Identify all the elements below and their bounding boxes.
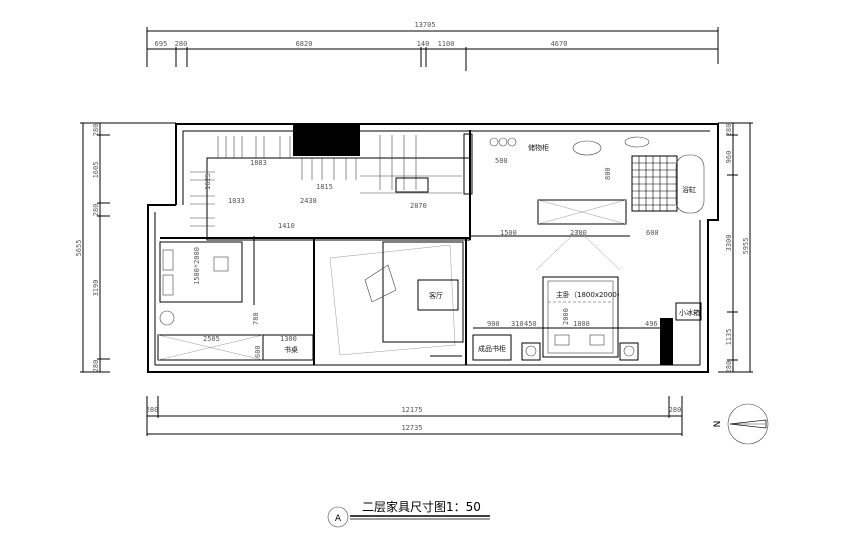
top-dimension-chain: 13705 695 280 6820 140 1100 4670 (146, 21, 719, 71)
living-room: 客厅 (329, 241, 464, 357)
bathroom: 浴缸 (537, 154, 705, 225)
dim-top-6: 4670 (551, 40, 568, 48)
dim-interior: 1500 (500, 229, 517, 237)
dim-bottom-total: 12735 (401, 424, 422, 432)
dim-top-4: 140 (417, 40, 430, 48)
interior-dimensions: 1883 1625 1033 2438 1410 1815 2870 1500 … (193, 157, 659, 358)
dim-right-1: 280 (725, 124, 733, 137)
room-label-bookcase: 成品书柜 (478, 344, 506, 353)
dim-interior: 1500*2000 (193, 247, 201, 285)
dim-right-2: 960 (725, 151, 733, 164)
dim-interior: 1800 (573, 320, 590, 328)
dim-right-5: 280 (725, 361, 733, 374)
dim-right-3: 3300 (725, 235, 733, 252)
dim-right-total: 5955 (742, 238, 750, 255)
room-label-bathtub: 浴缸 (682, 185, 696, 194)
stairs-and-shelves (190, 133, 473, 227)
room-label-storage: 储物柜 (528, 143, 549, 152)
dim-interior: 2300 (570, 229, 587, 237)
dim-interior: 2870 (410, 202, 427, 210)
dim-interior: 600 (254, 345, 262, 358)
room-label-desk: 书桌 (284, 345, 298, 354)
dim-interior: 1815 (316, 183, 333, 191)
study-room: 书桌 (157, 249, 314, 361)
dim-interior: 800 (604, 167, 612, 180)
room-label-living: 客厅 (429, 291, 443, 300)
drawing-title-block: A 二层家具尺寸图1：50 (327, 499, 490, 528)
dim-interior: 1033 (228, 197, 245, 205)
drawing-title: 二层家具尺寸图1：50 (362, 499, 481, 514)
dim-interior: 1883 (250, 159, 267, 167)
north-compass-icon: N (713, 403, 769, 445)
dim-left-2: 1605 (92, 162, 100, 179)
room-label-mini-fridge: 小冰箱 (679, 308, 700, 317)
dim-top-3: 6820 (296, 40, 313, 48)
right-dimension-chain: 280 960 3300 1135 280 5955 (718, 122, 753, 374)
room-label-master-bedroom: 主卧（1800x2000） (556, 290, 624, 299)
dim-top-2: 280 (175, 40, 188, 48)
dim-bottom-2: 12175 (401, 406, 422, 414)
dim-interior: 500 (495, 157, 508, 165)
dim-right-4: 1135 (725, 329, 733, 346)
dim-top-total: 13705 (414, 21, 435, 29)
compass-north-label: N (713, 421, 723, 428)
dim-interior: 1300 (280, 335, 297, 343)
dim-interior: 600 (646, 229, 659, 237)
title-marker: A (335, 514, 342, 524)
master-bedroom: 主卧（1800x2000） 成品书柜 小冰箱 (472, 229, 702, 361)
storage-area: 储物柜 (489, 136, 650, 156)
dim-interior: 2505 (203, 335, 220, 343)
dim-top-1: 695 (155, 40, 168, 48)
dim-interior: 450 (524, 320, 537, 328)
left-dimension-chain: 5655 280 1605 280 3190 280 (75, 122, 176, 373)
dim-bottom-1: 280 (146, 406, 159, 414)
dim-left-1: 280 (92, 124, 100, 137)
dim-interior: 1410 (278, 222, 295, 230)
dim-left-total: 5655 (75, 240, 83, 257)
dim-bottom-3: 280 (669, 406, 682, 414)
dim-left-3: 280 (92, 204, 100, 217)
dim-left-5: 280 (92, 360, 100, 373)
dim-interior: 2000 (562, 308, 570, 325)
dim-interior: 900 (487, 320, 500, 328)
bottom-dimension-chain: 280 12175 280 12735 (146, 396, 683, 436)
dim-top-5: 1100 (438, 40, 455, 48)
dim-interior: 780 (252, 312, 260, 325)
dim-interior: 1625 (204, 173, 212, 190)
dim-left-4: 3190 (92, 280, 100, 297)
dim-interior: 496 (645, 320, 658, 328)
dim-interior: 310 (511, 320, 524, 328)
building-walls (147, 123, 719, 373)
dim-interior: 2438 (300, 197, 317, 205)
